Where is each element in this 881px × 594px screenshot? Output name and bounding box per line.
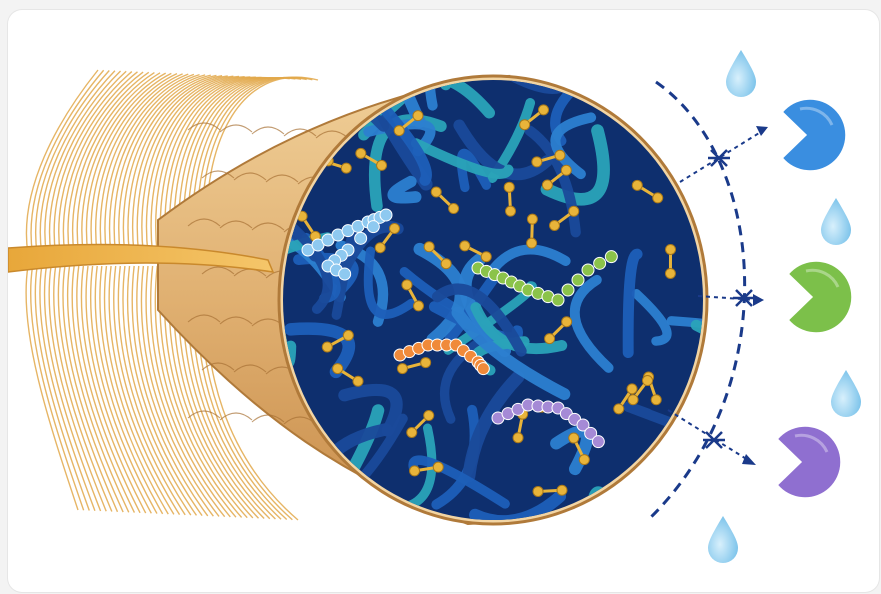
keratin-strand — [324, 506, 381, 555]
peptide-bead — [477, 363, 489, 375]
water-drop-icon — [831, 370, 861, 417]
peptide-bead — [592, 436, 604, 448]
feather-barb — [26, 266, 78, 510]
keratin-strand — [591, 493, 602, 576]
cuticle-scale — [252, 127, 284, 134]
cuticle-scale — [220, 125, 252, 132]
water-drop-icon — [726, 50, 756, 97]
keratin-strand — [633, 506, 669, 592]
water-drop-icon — [708, 516, 738, 563]
figure-card — [8, 10, 879, 592]
water-drop-icon — [821, 198, 851, 245]
crosslink-icon — [664, 94, 697, 111]
peptide-bead — [380, 209, 392, 221]
peptide-bead — [605, 251, 617, 263]
enzymes — [777, 99, 852, 498]
peptide-bead — [582, 264, 594, 276]
crosslink-icon — [679, 129, 691, 163]
peptide-bead — [594, 257, 606, 269]
keratin-strand — [259, 10, 351, 87]
peptide-bead — [552, 294, 564, 306]
peptide-bead — [572, 274, 584, 286]
peptide-bead — [367, 221, 379, 233]
peptide-bead — [355, 232, 367, 244]
x-marker-icon — [703, 150, 755, 448]
peptide-bead — [339, 268, 351, 280]
keratin-strand — [616, 79, 671, 105]
keratin-strand — [693, 378, 788, 438]
feather-fiber-diagram — [8, 10, 879, 592]
peptide-bead — [562, 284, 574, 296]
keratin-strand — [255, 496, 312, 581]
